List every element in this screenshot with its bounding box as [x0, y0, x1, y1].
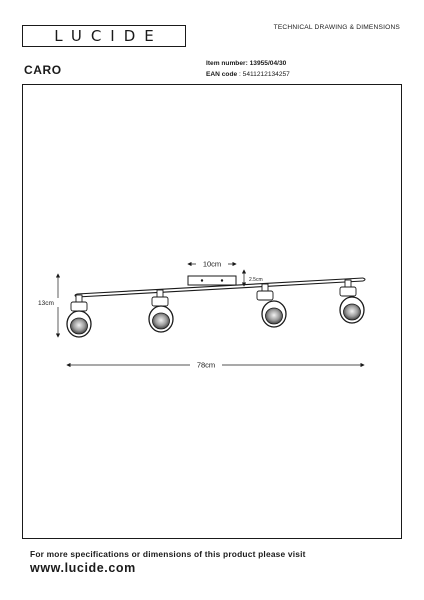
ean-label: EAN code [206, 71, 238, 78]
spot-1 [66, 294, 92, 338]
item-number-label: Item number: [206, 60, 248, 67]
dimension-width-label: 10cm [203, 260, 221, 269]
dimension-height-label: 13cm [38, 300, 54, 307]
lamp-bar [74, 277, 366, 298]
footer-website-link[interactable]: www.lucide.com [30, 561, 136, 575]
dimension-height: 13cm [38, 273, 68, 338]
footer-note: For more specifications or dimensions of… [30, 549, 306, 559]
item-number-value: 13955/04/30 [249, 60, 287, 67]
dimension-length-label: 78cm [197, 361, 215, 370]
document-type: TECHNICAL DRAWING & DIMENSIONS [273, 24, 400, 31]
spot-2 [148, 289, 174, 333]
dimension-depth-label: 2.5cm [249, 277, 263, 283]
spot-3 [256, 283, 287, 328]
product-meta: Item number: 13955/04/30 EAN code : 5411… [206, 58, 290, 80]
dimension-length: 78cm [66, 360, 365, 370]
ean-row: EAN code : 5411212134257 [206, 69, 290, 80]
product-name: CARO [24, 63, 62, 77]
spot-4 [339, 279, 365, 324]
brand-logo: LUCIDE [22, 25, 186, 47]
dimension-depth: 2.5cm [241, 269, 263, 287]
ean-value: : 5411212134257 [239, 71, 290, 78]
drawing-frame [22, 84, 402, 539]
dimension-width: 10cm [187, 258, 237, 269]
ceiling-canopy [187, 275, 237, 286]
item-number-row: Item number: 13955/04/30 [206, 58, 290, 69]
